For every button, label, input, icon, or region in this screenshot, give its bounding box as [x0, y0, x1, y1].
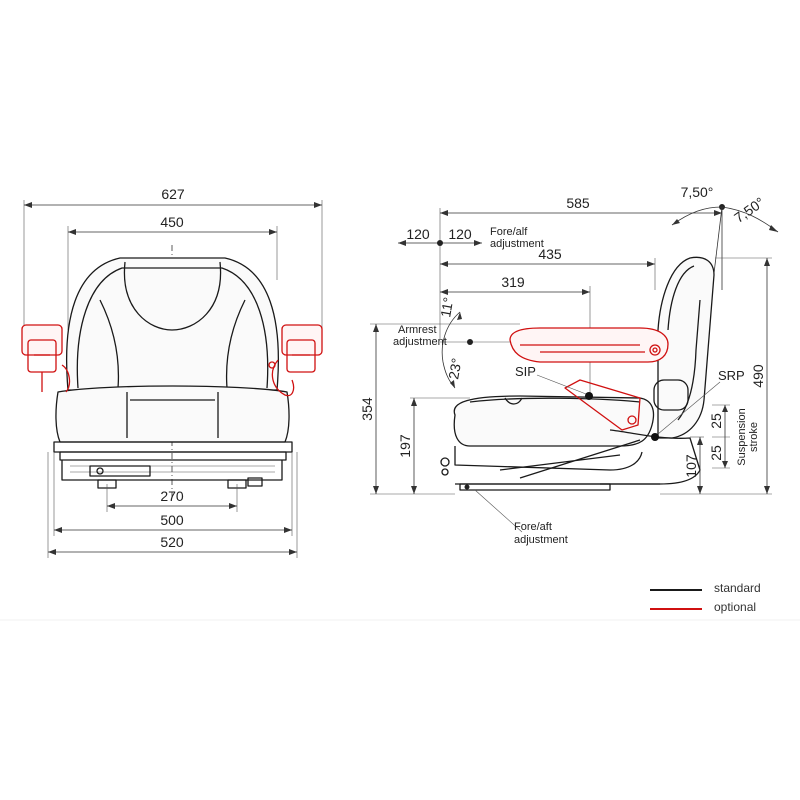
front-view: 627 450 [21, 186, 323, 558]
suspension-label-2: stroke [748, 422, 760, 452]
dim-435-text: 435 [538, 246, 562, 262]
legend-standard: standard [650, 580, 800, 600]
fore-aft-top-label-2: adjustment [490, 238, 544, 250]
dimension-490: 490 [660, 257, 772, 495]
sip-point: SIP [515, 364, 593, 400]
armrest-label-2: adjustment [393, 336, 447, 348]
dim-627-text: 627 [161, 186, 185, 202]
front-armrest-right-optional [268, 324, 323, 397]
dimension-107: 107 [683, 436, 704, 494]
dimension-suspension-stroke: 25 25 Suspension stroke [708, 404, 760, 469]
side-backrest [653, 256, 715, 439]
dim-319-text: 319 [501, 274, 525, 290]
dimension-435: 435 [440, 246, 656, 290]
dim-500-text: 500 [160, 512, 184, 528]
fore-aft-bottom-label-2: adjustment [514, 534, 568, 546]
legend-optional-label: optional [714, 600, 757, 614]
legend-optional-swatch [650, 608, 702, 610]
dimension-627: 627 [23, 186, 323, 330]
dim-107-text: 107 [683, 454, 699, 478]
dimension-fore-aft-top: 120 120 Fore/alf adjustment [398, 226, 544, 250]
legend-standard-label: standard [714, 581, 761, 595]
armrest-angle-up-text: 11° [437, 296, 456, 319]
dimension-520: 520 [47, 452, 298, 558]
dimension-197: 197 [397, 397, 470, 494]
srp-point: SRP [651, 368, 745, 441]
stroke-25-top-text: 25 [708, 413, 724, 429]
armrest-angle: 11° 23° Armrest adjustment [393, 296, 515, 389]
front-base [53, 441, 293, 489]
front-armrest-left-optional [21, 324, 71, 393]
dimension-450: 450 [67, 214, 278, 330]
dimension-270: 270 [106, 484, 238, 512]
side-armrest-optional [509, 327, 669, 431]
dim-450-text: 450 [160, 214, 184, 230]
front-cushion [55, 385, 290, 443]
dim-490-text: 490 [750, 364, 766, 388]
dim-520-text: 520 [160, 534, 184, 550]
dim-120-right-text: 120 [448, 226, 472, 242]
stroke-25-bottom-text: 25 [708, 445, 724, 461]
front-backrest [65, 257, 280, 391]
sip-label: SIP [515, 364, 536, 379]
dim-197-text: 197 [397, 434, 413, 458]
dimension-354: 354 [359, 323, 520, 495]
side-view: 585 7,50° 7,50° 120 120 Fore/alf adjustm… [359, 184, 779, 546]
fore-aft-bottom-label-1: Fore/aft [514, 521, 552, 533]
dimension-585: 585 [439, 195, 722, 340]
side-cushion [453, 395, 655, 447]
fore-aft-bottom: Fore/aft adjustment [474, 489, 568, 546]
suspension-label-1: Suspension [736, 408, 748, 466]
dim-270-text: 270 [160, 488, 184, 504]
armrest-angle-down-text: 23° [445, 357, 464, 381]
dim-120-left-text: 120 [406, 226, 430, 242]
srp-label: SRP [718, 368, 745, 383]
fore-aft-top-label-1: Fore/alf [490, 226, 528, 238]
legend-standard-swatch [650, 589, 702, 591]
legend-optional: optional [650, 599, 800, 619]
dim-354-text: 354 [359, 397, 375, 421]
dim-585-text: 585 [566, 195, 590, 211]
dimension-500: 500 [53, 452, 293, 536]
armrest-label-1: Armrest [398, 324, 437, 336]
side-suspension [440, 429, 701, 491]
backrest-angle-1-text: 7,50° [681, 184, 714, 200]
